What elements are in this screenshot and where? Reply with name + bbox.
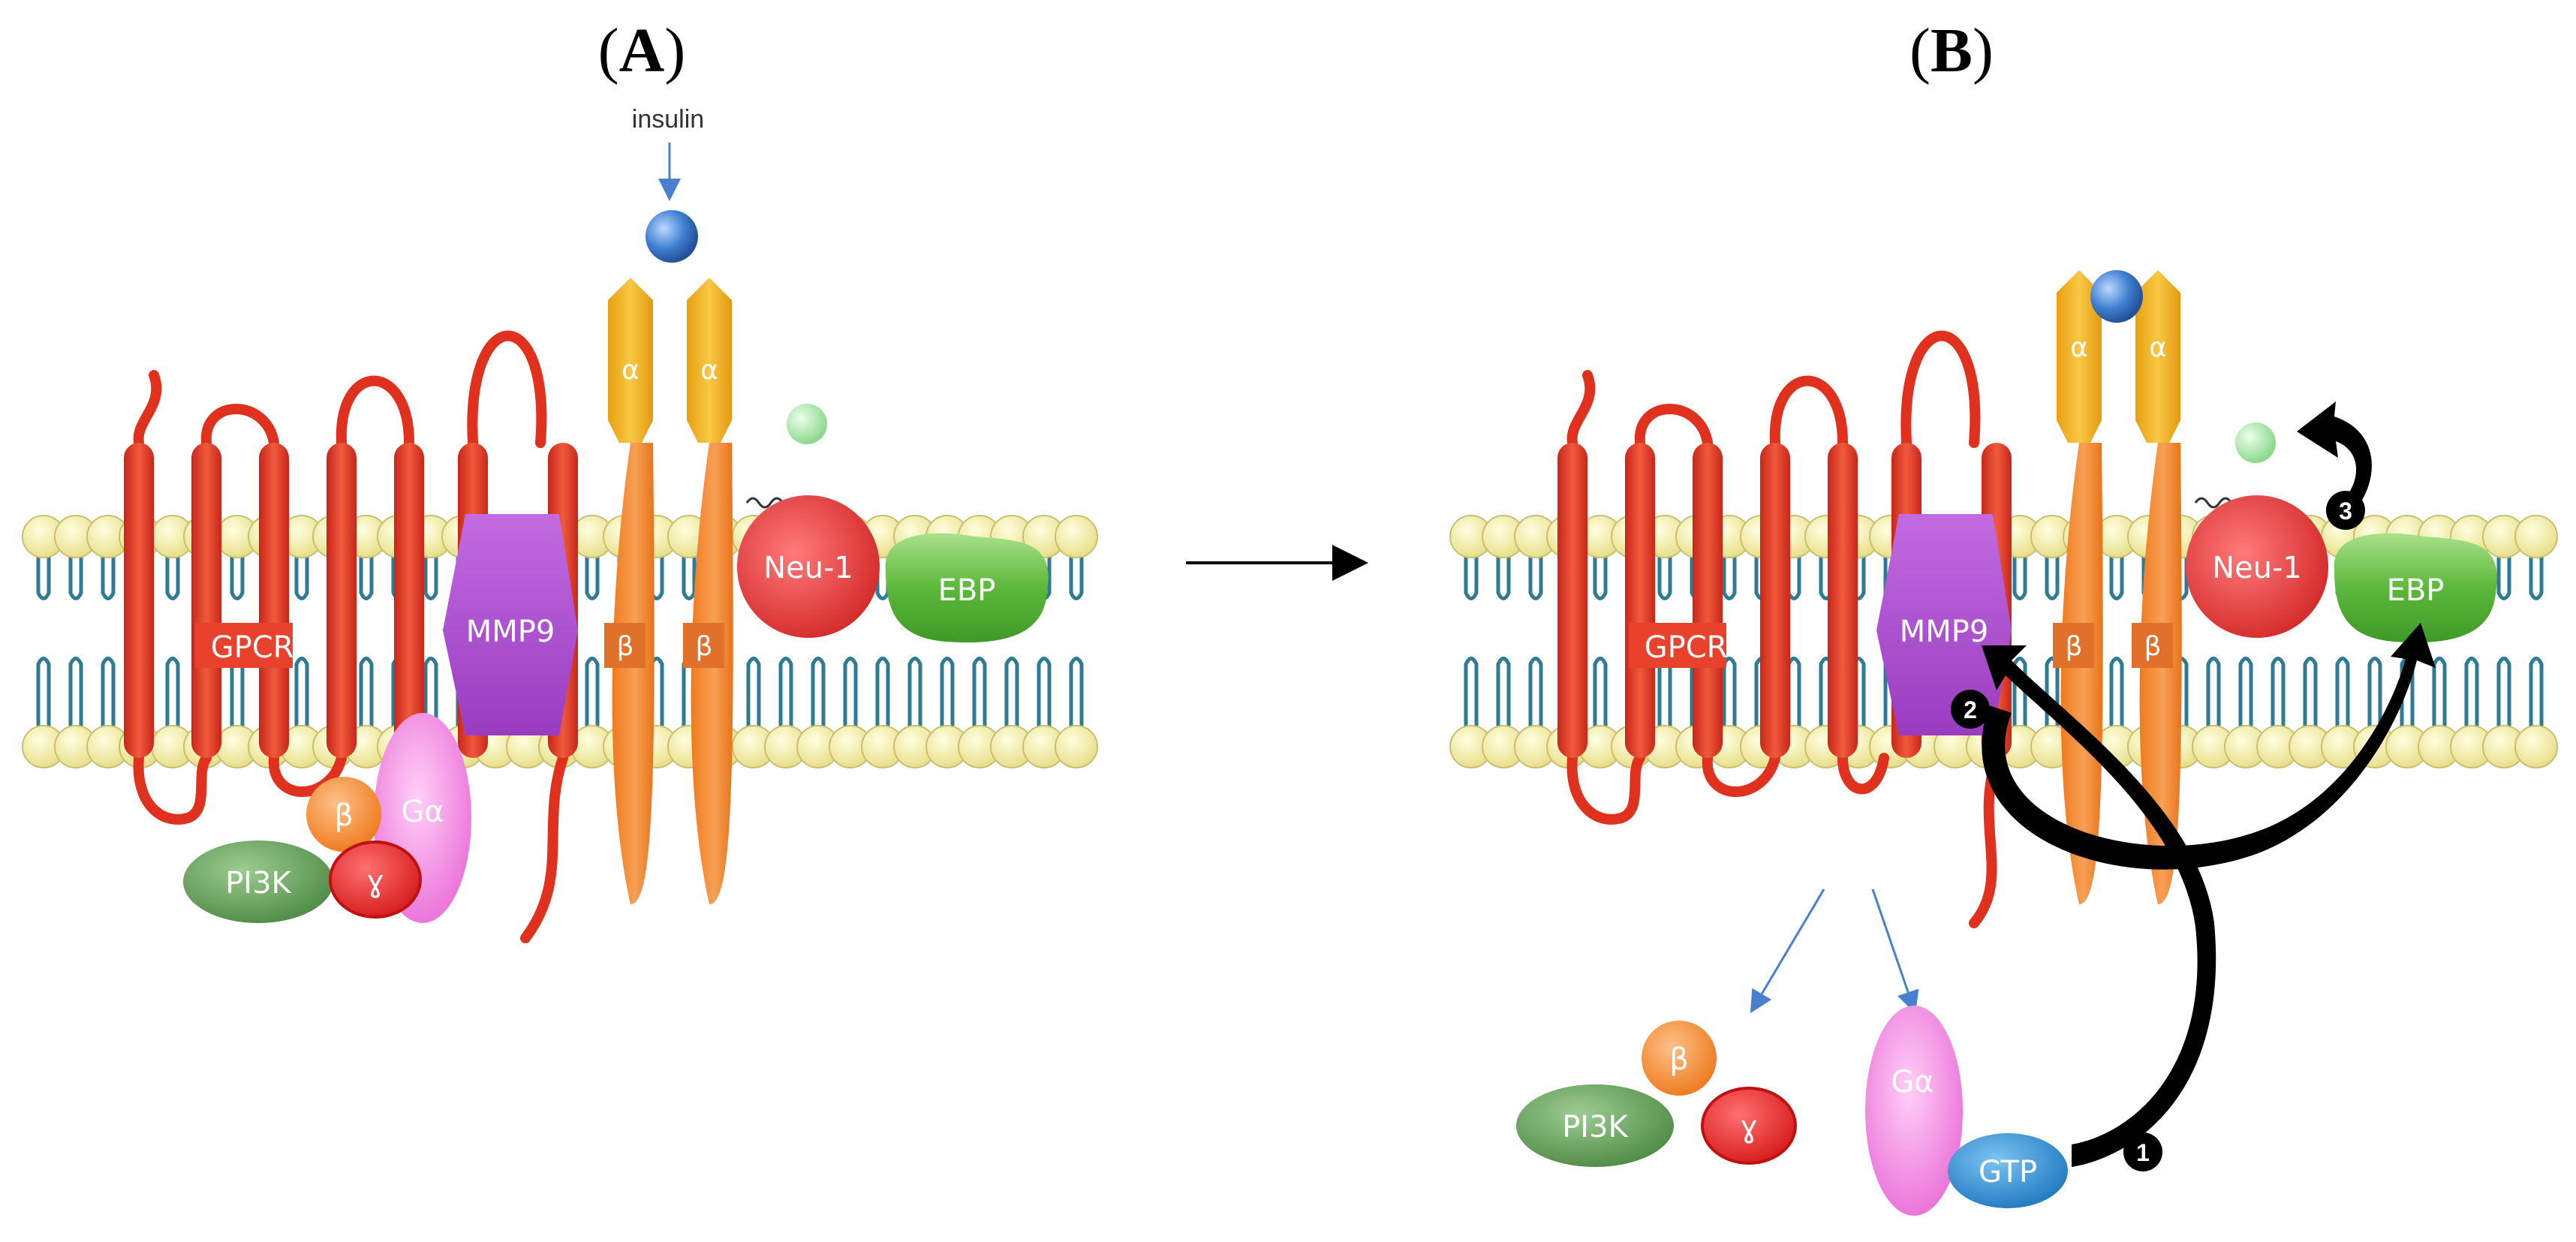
dissociation-arrow-right [1871,889,1919,1014]
lipid-tail [68,557,83,750]
lipid-tail [2496,557,2511,750]
neu1-label-b: Neu-1 [2212,551,2302,585]
lipid-tail [36,557,51,750]
panel-b: GPCR MMP9 α α β β Neu-1 EBP PI3K β ɣ [1516,270,2497,1216]
sialic-acid-b [2235,423,2276,463]
insulin-receptor-a [604,278,733,904]
lipid-tail [875,557,890,750]
ebp-label-a: EBP [938,573,996,608]
pi3k-label-b: PI3K [1562,1110,1629,1144]
lipid-tail [1496,557,1511,750]
neu1-b [2186,495,2328,638]
gtp-label: GTP [1979,1155,2037,1189]
neu1-a [737,495,880,638]
gpcr-a [133,330,568,943]
activation-arrows [1982,401,2436,1167]
alpha-label-b1: α [2070,332,2088,363]
g-alpha-label-a: Gα [401,795,444,829]
lipid-tail [1069,557,1084,750]
g-beta-label-b: β [1669,1042,1689,1077]
sialic-acid-a [787,404,827,444]
beta-label-a2: β [696,631,713,662]
lipid-tail [294,557,309,750]
lipid-tail [359,557,374,750]
ebp-label-b: EBP [2387,573,2445,608]
lipid-tail [2529,557,2544,750]
gpcr-label-b: GPCR [1645,630,1728,665]
panel-a: GPCR MMP9 α α β β insulin Neu-1 EBP [124,105,1049,943]
lipid-tail [101,557,116,750]
gpcr-b-helices [1557,443,2012,758]
g-beta-label-a: β [334,798,354,833]
ebp-b [2334,533,2497,643]
pi3k-b [1516,1084,1674,1167]
beta-label-a1: β [617,631,634,662]
g-beta-a [306,777,381,852]
insulin-label: insulin [632,105,704,134]
g-gamma-a [329,841,422,919]
g-gamma-label-a: ɣ [366,865,384,899]
lipid-tail [2109,557,2124,750]
g-alpha-b [1865,1006,1963,1216]
step-3-label: 3 [2339,498,2352,525]
beta-label-b2: β [2144,631,2162,662]
pi3k-label-a: PI3K [225,866,292,901]
insulin-receptor-b [2053,270,2182,904]
lipid-tail [1786,557,1801,750]
panel-label-a: (A) [598,16,686,86]
lipid-head [1055,515,1098,558]
step-1-label: 1 [2136,1139,2150,1166]
g-beta-b [1642,1021,1717,1096]
step-2-label: 2 [1964,696,1977,723]
step-marker-2: 2 [1951,690,1990,729]
lipid-tail [165,557,180,750]
mmp9-b [1876,514,2012,735]
dissociation-arrow-left [1750,889,1825,1014]
lipid-head [2514,725,2558,768]
alpha-label-a1: α [621,355,639,386]
g-alpha-label-b: Gα [1891,1065,1934,1099]
step-marker-1: 1 [2123,1132,2162,1171]
mmp9-label-a: MMP9 [466,615,555,649]
pi3k-a [183,841,333,923]
ebp-a [885,533,1049,643]
g-gamma-label-b: ɣ [1740,1110,1758,1144]
beta-label-b1: β [2066,631,2083,662]
lipid-tail [585,557,600,750]
alpha-label-a2: α [700,355,718,386]
insulin-molecule-a [646,210,698,263]
gpcr-b [1566,330,2002,928]
alpha-label-b2: α [2149,332,2167,363]
lipid-tail [1528,557,1543,750]
mmp9-label-b: MMP9 [1900,615,1989,649]
g-gamma-b [1701,1087,1797,1165]
gpcr-label-a: GPCR [211,630,294,665]
lipid-tail [423,557,438,750]
mmp9-a [443,514,578,735]
lipid-head [1055,725,1098,768]
insulin-molecule-b [2090,270,2143,323]
neu1-label-a: Neu-1 [763,551,853,585]
panel-label-b: (B) [1909,16,1994,86]
lipid-head [2514,515,2558,558]
gtp-b [1948,1133,2068,1208]
step-marker-3: 3 [2326,491,2365,530]
lipid-tail [1593,557,1608,750]
lipid-tail [1464,557,1479,750]
